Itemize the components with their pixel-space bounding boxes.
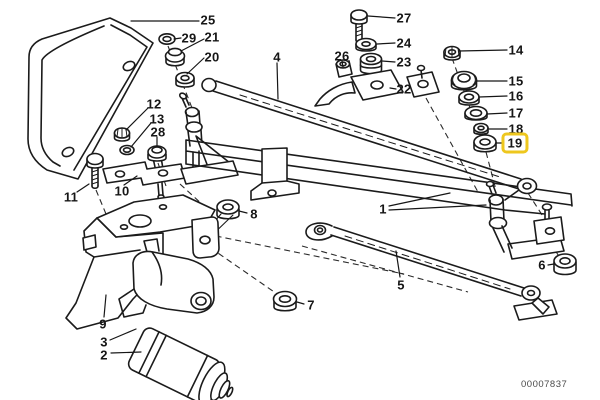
callout-9[interactable]: 9 [99, 316, 107, 332]
callout-14[interactable]: 14 [508, 42, 524, 58]
drive-rod [201, 77, 538, 201]
drawing-number: 00007837 [521, 379, 568, 390]
callout-12[interactable]: 12 [146, 96, 162, 112]
callout-17[interactable]: 17 [508, 105, 524, 121]
callout-leader-lines [76, 15, 555, 354]
grommet-7 [272, 290, 298, 312]
wiper-gearbox [118, 238, 215, 318]
grommet-8 [201, 199, 240, 241]
grommet-6 [553, 253, 577, 276]
pivot-shaft-right [485, 180, 513, 253]
callout-5[interactable]: 5 [397, 277, 405, 293]
callout-8[interactable]: 8 [250, 206, 258, 222]
callout-26[interactable]: 26 [334, 48, 350, 64]
callout-29[interactable]: 29 [181, 30, 197, 46]
callout-18[interactable]: 18 [508, 121, 524, 137]
callout-10[interactable]: 10 [114, 183, 130, 199]
linkage-frame [185, 139, 573, 260]
callout-25[interactable]: 25 [200, 12, 216, 28]
callout-24[interactable]: 24 [396, 35, 412, 51]
callout-11[interactable]: 11 [63, 189, 79, 205]
callout-13[interactable]: 13 [149, 111, 165, 127]
motor-bracket [65, 194, 220, 330]
callout-27[interactable]: 27 [396, 10, 412, 26]
callout-7[interactable]: 7 [307, 297, 315, 313]
hardware-stack-left [158, 32, 195, 88]
callout-4[interactable]: 4 [273, 49, 281, 65]
bracket-stack-center [314, 9, 440, 107]
callout-1[interactable]: 1 [379, 201, 387, 217]
link-rod [305, 222, 558, 321]
callout-6[interactable]: 6 [538, 257, 546, 273]
hardware-stack-right [443, 45, 497, 153]
callout-15[interactable]: 15 [508, 73, 524, 89]
callout-22[interactable]: 22 [396, 81, 412, 97]
callout-16[interactable]: 16 [508, 88, 524, 104]
cover-plate [27, 17, 154, 180]
callout-20[interactable]: 20 [204, 49, 220, 65]
callout-21[interactable]: 21 [204, 29, 220, 45]
wiper-motor [127, 327, 234, 400]
callout-28[interactable]: 28 [150, 124, 166, 140]
callout-2[interactable]: 2 [100, 347, 108, 363]
callout-19-highlighted[interactable]: 19 [501, 132, 529, 154]
bolt-11 [86, 152, 104, 190]
callout-23[interactable]: 23 [396, 54, 412, 70]
callout-3[interactable]: 3 [100, 334, 108, 350]
